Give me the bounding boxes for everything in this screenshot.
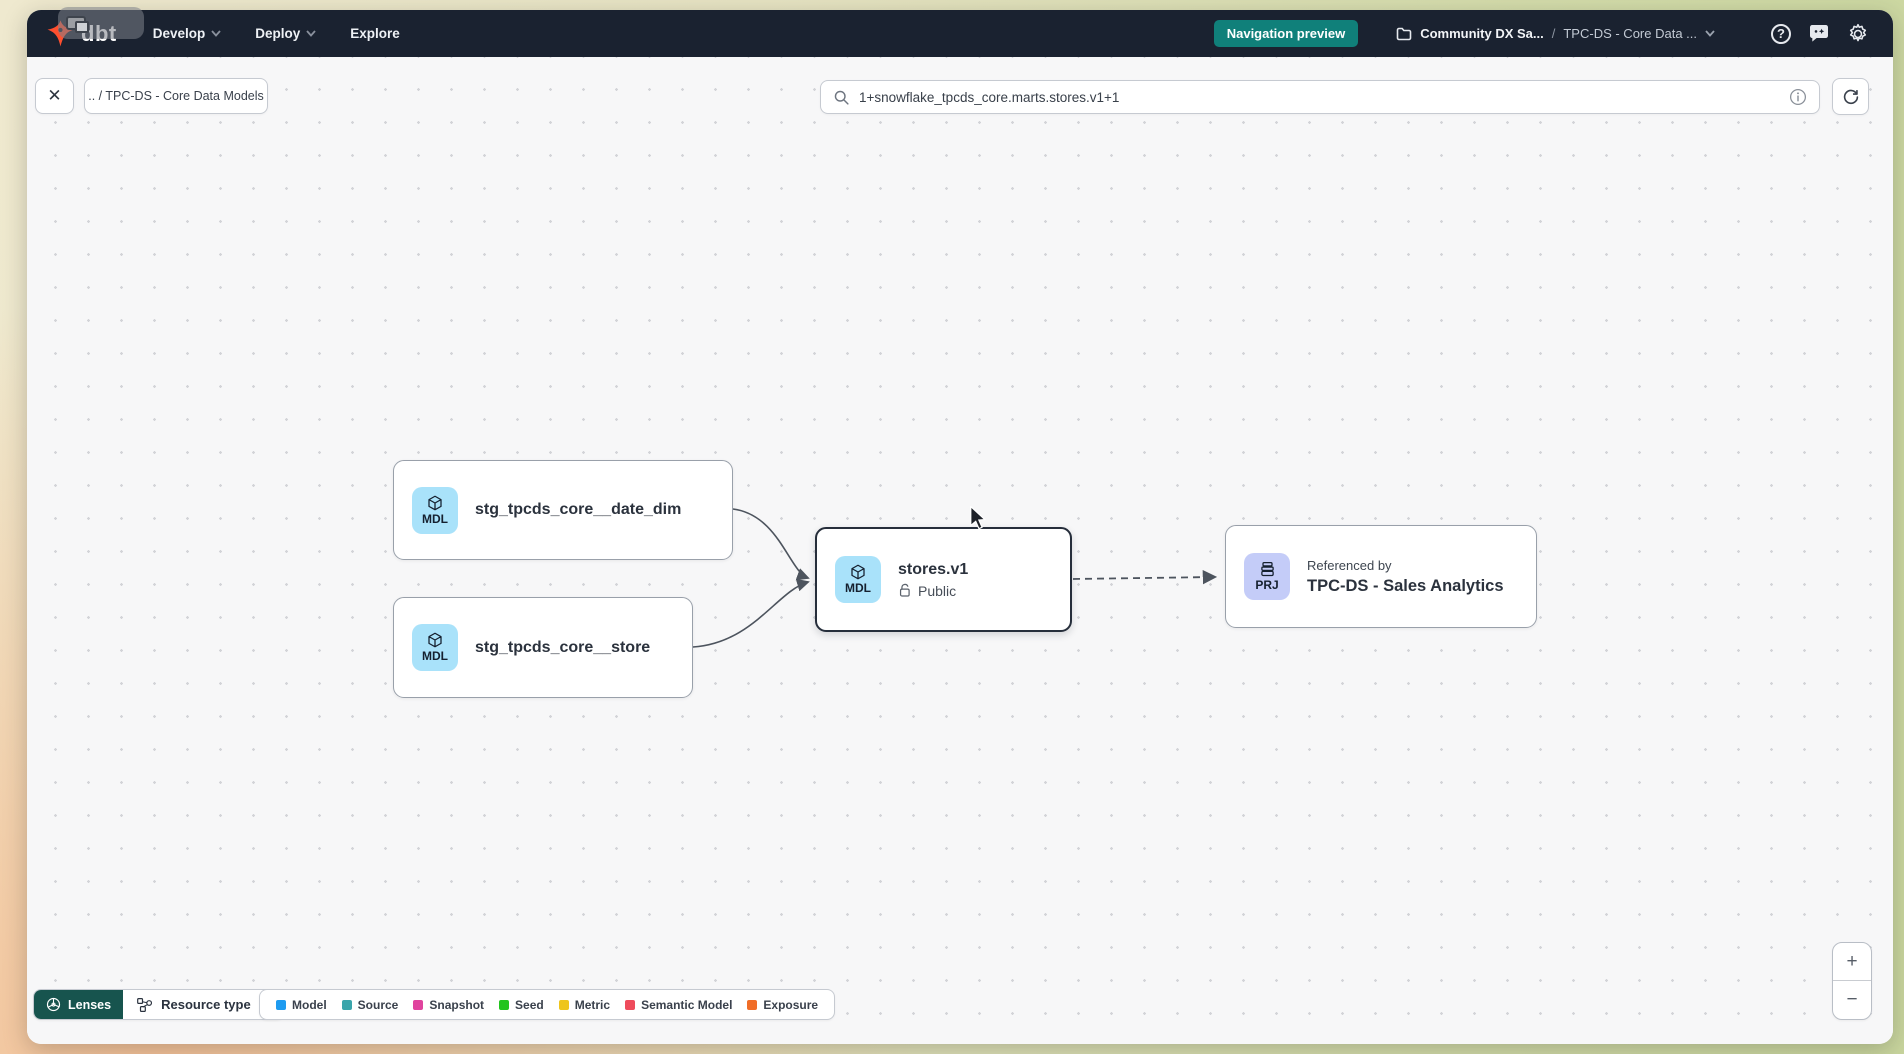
nav-right-group: Navigation preview Community DX Sa... / …	[1213, 20, 1869, 47]
legend-item: Semantic Model	[625, 998, 732, 1012]
legend-item: Source	[341, 997, 399, 1012]
close-icon: ✕	[47, 86, 62, 105]
legend-swatch	[558, 999, 569, 1010]
lineage-canvas[interactable]: ✕ .. / TPC-DS - Core Data Models	[27, 57, 1893, 1044]
node-stg-tpcds-core-date-dim[interactable]: MDL stg_tpcds_core__date_dim	[393, 460, 733, 560]
breadcrumb-page: TPC-DS - Core Data ...	[1563, 26, 1697, 41]
node-label: stg_tpcds_core__date_dim	[475, 501, 682, 518]
cube-icon	[428, 633, 442, 648]
node-label: TPC-DS - Sales Analytics	[1307, 576, 1504, 595]
help-glyph: ?	[1777, 26, 1785, 41]
badge-label: MDL	[845, 581, 871, 596]
chevron-down-icon	[211, 30, 221, 37]
selector-input[interactable]	[859, 89, 1780, 105]
nav-item-deploy[interactable]: Deploy	[255, 26, 316, 41]
lenses-control-group: Lenses Resource type	[33, 989, 284, 1020]
access-label: Public	[918, 582, 957, 599]
nav-item-label: Explore	[350, 26, 400, 41]
lineage-search-bar	[820, 80, 1820, 114]
model-badge: MDL	[835, 556, 881, 603]
nav-item-develop[interactable]: Develop	[153, 26, 222, 41]
legend-swatch	[413, 999, 424, 1010]
legend-label: Seed	[515, 997, 544, 1012]
zoom-controls: + −	[1832, 942, 1872, 1020]
legend-item: Snapshot	[413, 998, 484, 1012]
lenses-icon	[46, 997, 61, 1012]
badge-label: MDL	[422, 511, 448, 526]
lenses-label: Lenses	[68, 997, 112, 1012]
node-label: stores.v1	[898, 560, 969, 578]
resource-type-dropdown[interactable]: Resource type	[123, 990, 283, 1019]
cube-icon	[851, 565, 865, 580]
legend-label: Snapshot	[429, 997, 485, 1012]
breadcrumb-separator: /	[1551, 26, 1556, 41]
nav-item-label: Develop	[152, 26, 206, 41]
screen-capture-artifact	[58, 7, 144, 39]
navigation-preview-badge[interactable]: Navigation preview	[1213, 20, 1359, 47]
nav-item-label: Deploy	[255, 26, 301, 41]
legend-label: Model	[292, 997, 327, 1012]
resource-type-label: Resource type	[161, 997, 251, 1012]
legend-swatch	[747, 999, 758, 1010]
folder-icon	[1396, 27, 1412, 40]
legend-item: Model	[276, 998, 327, 1012]
referenced-by-label: Referenced by	[1307, 557, 1392, 573]
breadcrumb-project: Community DX Sa...	[1420, 26, 1544, 41]
gear-icon[interactable]	[1847, 23, 1869, 45]
zoom-out-button[interactable]: −	[1846, 989, 1858, 1010]
resource-graph-icon	[137, 997, 153, 1012]
edge-date-dim-to-stores	[732, 508, 810, 581]
legend-item: Exposure	[747, 998, 818, 1012]
chevron-down-icon	[306, 30, 316, 37]
legend-label: Semantic Model	[641, 997, 733, 1012]
info-icon[interactable]	[1789, 88, 1807, 106]
legend-swatch	[276, 999, 286, 1010]
breadcrumb[interactable]: Community DX Sa... / TPC-DS - Core Data …	[1396, 26, 1715, 41]
app-window: dbt Develop Deploy Explore Navigation pr…	[27, 10, 1893, 1044]
lenses-button[interactable]: Lenses	[34, 990, 124, 1019]
chevron-down-icon	[1705, 30, 1715, 37]
node-stg-tpcds-core-store[interactable]: MDL stg_tpcds_core__store	[393, 597, 693, 698]
lineage-breadcrumb-chip[interactable]: .. / TPC-DS - Core Data Models	[84, 78, 268, 114]
legend: Model Source Snapshot Seed Metric Semantic Mo…	[259, 989, 836, 1020]
legend-label: Source	[357, 997, 399, 1012]
edge-store-to-stores	[692, 578, 810, 648]
refresh-icon	[1843, 89, 1858, 104]
lineage-breadcrumb-label: .. / TPC-DS - Core Data Models	[88, 89, 264, 103]
unlock-icon	[899, 583, 910, 597]
refresh-lineage-button[interactable]	[1832, 78, 1869, 115]
cube-icon	[428, 495, 442, 511]
badge-label: PRJ	[1255, 578, 1279, 593]
node-tpcds-sales-analytics-project[interactable]: PRJ Referenced by TPC-DS - Sales Analyti…	[1225, 525, 1537, 628]
archive-icon	[1260, 562, 1274, 577]
legend-swatch	[625, 999, 636, 1010]
node-access-row: Public	[898, 583, 968, 599]
legend-item: Metric	[558, 997, 611, 1012]
close-lineage-button[interactable]: ✕	[35, 78, 74, 114]
zoom-in-button[interactable]: +	[1833, 943, 1871, 981]
top-nav-bar: dbt Develop Deploy Explore Navigation pr…	[27, 10, 1893, 57]
badge-label: MDL	[422, 649, 448, 664]
edge-stores-to-project	[1072, 569, 1218, 585]
model-badge: MDL	[412, 624, 458, 671]
feedback-button[interactable]	[1808, 24, 1830, 44]
search-icon	[834, 90, 849, 105]
help-button[interactable]: ?	[1771, 23, 1791, 44]
legend-swatch	[499, 999, 510, 1010]
capture-window-icon	[66, 16, 89, 33]
legend-swatch	[341, 999, 352, 1010]
node-stores-v1[interactable]: MDL stores.v1 Public	[815, 527, 1072, 632]
legend-item: Seed	[499, 998, 544, 1012]
legend-label: Metric	[574, 997, 611, 1012]
model-badge: MDL	[412, 486, 458, 534]
project-badge: PRJ	[1244, 553, 1290, 600]
legend-label: Exposure	[763, 997, 819, 1012]
nav-item-explore[interactable]: Explore	[350, 26, 400, 41]
node-label: stg_tpcds_core__store	[475, 638, 651, 656]
